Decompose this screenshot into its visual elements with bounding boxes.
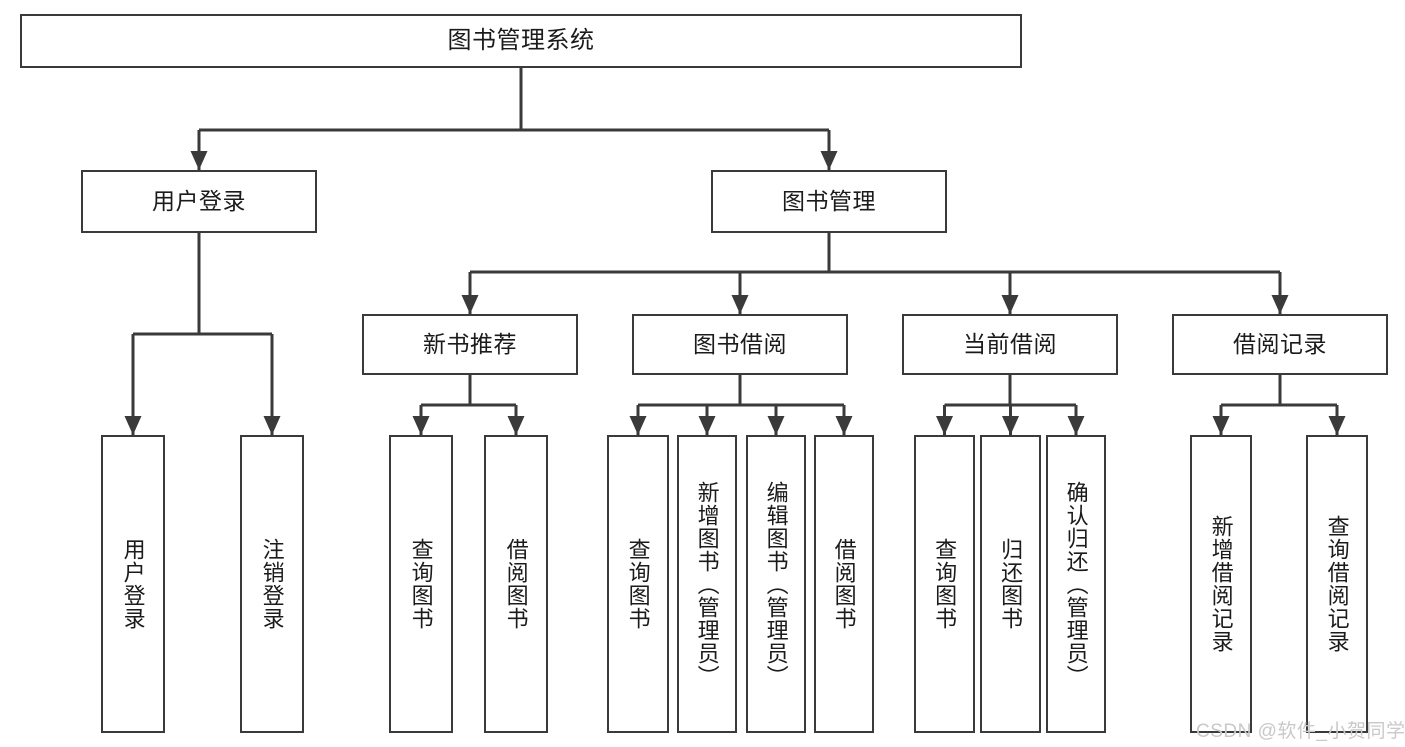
- node-root[interactable]: 图书管理系统: [20, 14, 1022, 68]
- node-leaf-borrow-book-2-label: 借阅图书: [831, 538, 857, 630]
- node-leaf-borrow-book-2[interactable]: 借阅图书: [814, 435, 874, 733]
- node-leaf-add-record-label: 新增借阅记录: [1208, 515, 1234, 653]
- node-leaf-confirm-return[interactable]: 确认归还（管理员）: [1046, 435, 1106, 733]
- node-current-borrow-label: 当前借阅: [963, 331, 1057, 358]
- node-book-borrow[interactable]: 图书借阅: [632, 314, 848, 375]
- node-leaf-query-book-1[interactable]: 查询图书: [389, 435, 453, 733]
- node-leaf-add-book[interactable]: 新增图书（管理员）: [677, 435, 737, 733]
- node-book-borrow-label: 图书借阅: [693, 331, 787, 358]
- node-new-book-recommend-label: 新书推荐: [423, 331, 517, 358]
- node-leaf-confirm-return-label: 确认归还（管理员）: [1063, 480, 1089, 688]
- node-leaf-query-book-2[interactable]: 查询图书: [607, 435, 669, 733]
- node-user-login[interactable]: 用户登录: [81, 170, 317, 233]
- node-leaf-edit-book[interactable]: 编辑图书（管理员）: [746, 435, 806, 733]
- node-leaf-add-record[interactable]: 新增借阅记录: [1190, 435, 1252, 733]
- node-book-manage[interactable]: 图书管理: [711, 170, 947, 233]
- node-root-label: 图书管理系统: [447, 27, 595, 55]
- node-leaf-add-book-label: 新增图书（管理员）: [694, 480, 720, 688]
- node-leaf-borrow-book-1[interactable]: 借阅图书: [484, 435, 548, 733]
- node-book-manage-label: 图书管理: [782, 188, 876, 215]
- node-borrow-record-label: 借阅记录: [1233, 331, 1327, 358]
- node-leaf-query-book-3[interactable]: 查询图书: [914, 435, 975, 733]
- node-leaf-return-book-label: 归还图书: [998, 538, 1024, 630]
- node-leaf-edit-book-label: 编辑图书（管理员）: [763, 480, 789, 688]
- csdn-watermark: CSDN @软件_小贺同学: [1196, 721, 1405, 742]
- node-borrow-record[interactable]: 借阅记录: [1172, 314, 1388, 375]
- node-leaf-return-book[interactable]: 归还图书: [980, 435, 1041, 733]
- node-leaf-borrow-book-1-label: 借阅图书: [503, 538, 529, 630]
- node-current-borrow[interactable]: 当前借阅: [902, 314, 1118, 375]
- node-new-book-recommend[interactable]: 新书推荐: [362, 314, 578, 375]
- node-leaf-logout-label: 注销登录: [259, 538, 285, 630]
- node-leaf-user-login-label: 用户登录: [120, 538, 146, 630]
- node-leaf-query-book-2-label: 查询图书: [625, 538, 651, 630]
- node-leaf-user-login[interactable]: 用户登录: [101, 435, 165, 733]
- node-leaf-query-record[interactable]: 查询借阅记录: [1306, 435, 1368, 733]
- node-user-login-label: 用户登录: [152, 188, 246, 215]
- node-leaf-query-book-1-label: 查询图书: [408, 538, 434, 630]
- node-leaf-query-book-3-label: 查询图书: [932, 538, 958, 630]
- node-leaf-query-record-label: 查询借阅记录: [1324, 515, 1350, 653]
- node-leaf-logout[interactable]: 注销登录: [240, 435, 304, 733]
